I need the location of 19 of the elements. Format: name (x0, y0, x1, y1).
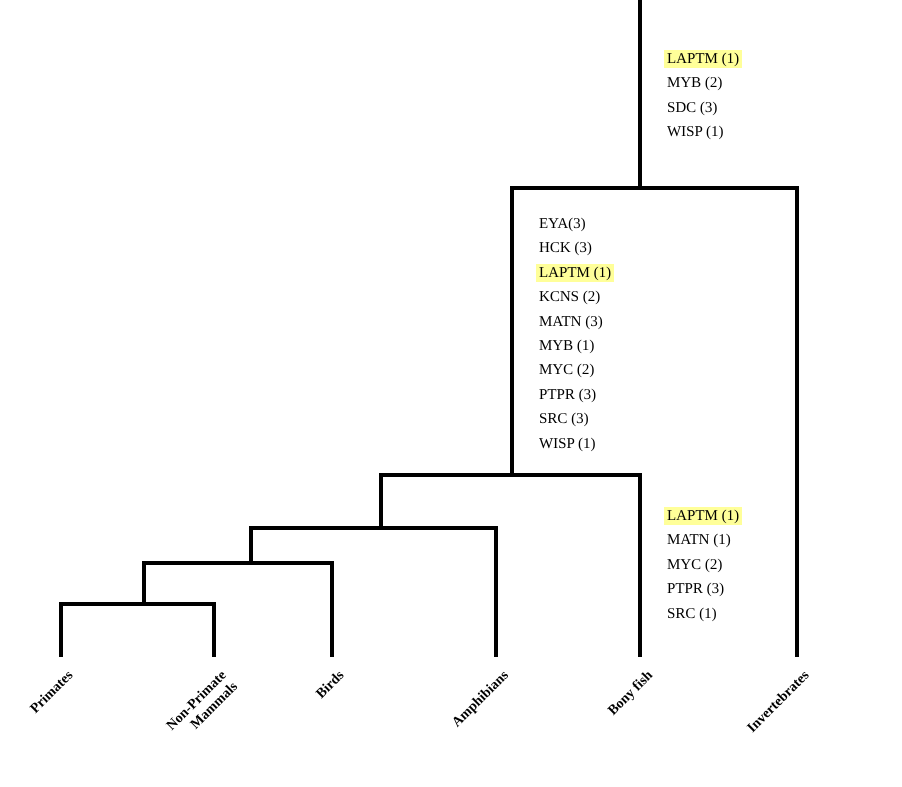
gene-label: KCNS (2) (538, 288, 602, 306)
gene-label: WISP (1) (538, 434, 597, 453)
gene-label: MATN (3) (538, 312, 604, 331)
gene-label: WISP (1) (666, 123, 725, 142)
gene-label: LAPTM (1) (664, 507, 742, 525)
gene-label: MYB (2) (666, 74, 724, 92)
gene-label: LAPTM (1) (664, 50, 742, 68)
gene-label: PTPR (3) (538, 386, 598, 404)
gene-label: MYC (2) (666, 556, 724, 574)
gene-label: LAPTM (1) (536, 264, 614, 282)
gene-label: PTPR (3) (666, 580, 726, 598)
gene-label: MYB (1) (538, 337, 596, 355)
gene-label: EYA(3) (538, 215, 587, 233)
gene-label: SDC (3) (666, 98, 718, 117)
gene-label: SRC (1) (666, 604, 718, 623)
gene-label: MATN (1) (666, 531, 732, 550)
gene-label: MYC (2) (538, 361, 596, 380)
gene-label: HCK (3) (538, 239, 593, 258)
gene-label: SRC (3) (538, 410, 590, 428)
